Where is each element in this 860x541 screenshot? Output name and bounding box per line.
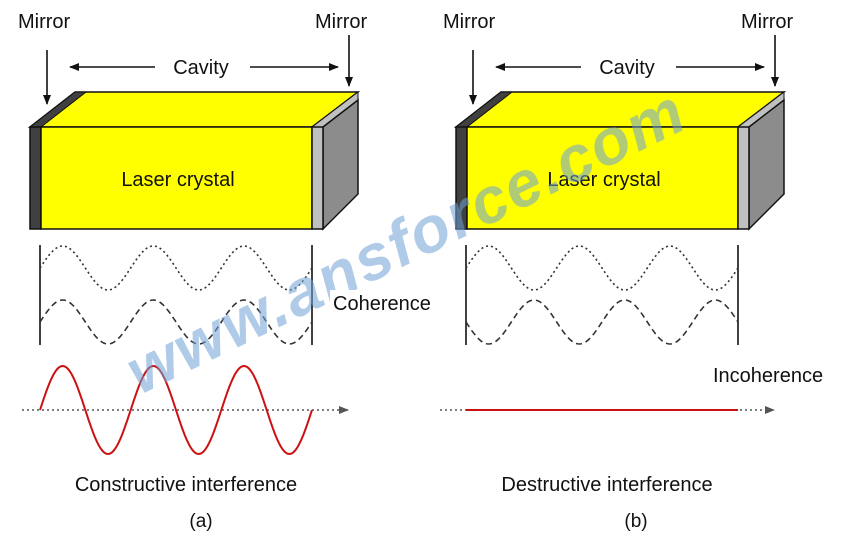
panel-a: Mirror Mirror Cavity Laser crystal Const… (18, 11, 368, 532)
mirror-right-label: Mirror (741, 11, 794, 33)
panel-caption: (a) (189, 511, 212, 532)
constructive-wave (39, 364, 313, 456)
coherence-label: Coherence (333, 293, 431, 315)
wave-dotted (39, 245, 313, 291)
left-mirror (29, 126, 42, 230)
mirror-left-label: Mirror (443, 11, 496, 33)
interference-label: Destructive interference (501, 474, 712, 496)
laser-crystal-block: Laser crystal (27, 90, 361, 231)
interference-label: Constructive interference (75, 474, 297, 496)
coherence-label-bg (330, 290, 444, 316)
cavity-label: Cavity (599, 57, 655, 79)
wave-dashed (465, 299, 739, 345)
cavity-label: Cavity (173, 57, 229, 79)
mirror-left-label: Mirror (18, 11, 71, 33)
right-mirror (737, 126, 750, 230)
crystal-front-face (40, 126, 313, 230)
crystal-front-face (466, 126, 739, 230)
crystal-label: Laser crystal (547, 169, 660, 191)
wave-dotted (465, 245, 739, 291)
panel-caption: (b) (624, 511, 647, 532)
incoherence-label: Incoherence (713, 365, 823, 387)
panel-b: Mirror Mirror Cavity Laser crystal Destr… (440, 11, 794, 532)
crystal-label: Laser crystal (121, 169, 234, 191)
right-mirror (311, 126, 324, 230)
wave-dashed (39, 299, 313, 345)
laser-crystal-block: Laser crystal (453, 90, 787, 231)
mirror-right-label: Mirror (315, 11, 368, 33)
